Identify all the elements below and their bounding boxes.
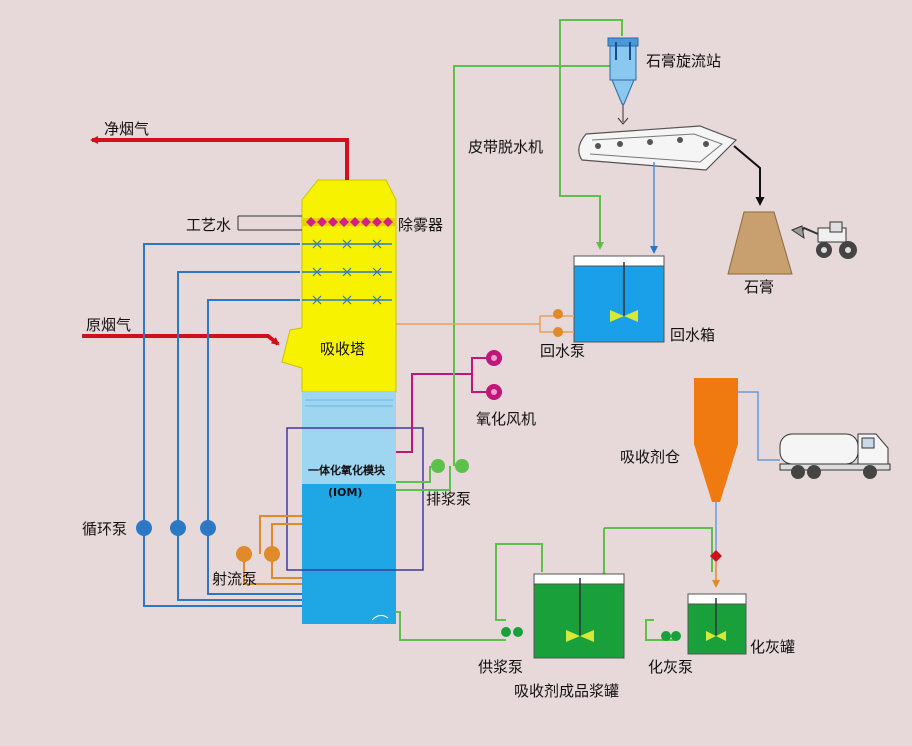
return-water-line [396, 315, 574, 333]
label-raw-gas: 原烟气 [86, 316, 131, 334]
pump-icon [513, 627, 523, 637]
pump-icon [553, 309, 563, 319]
raw-gas-line [82, 334, 280, 346]
pump-icon [501, 627, 511, 637]
truck-icon [779, 433, 891, 479]
label-process-water: 工艺水 [186, 216, 231, 234]
clean-gas-line [90, 136, 349, 180]
label-gypsum-cyclone: 石膏旋流站 [646, 52, 721, 70]
loader-icon [790, 221, 857, 259]
process-water-line [237, 215, 302, 231]
label-iom-name: 一体化氧化模块 [308, 463, 386, 477]
agitator-icon [706, 631, 726, 641]
agitator-icon [610, 310, 638, 322]
circulation-lines [143, 243, 302, 607]
agitator-icon [566, 630, 594, 642]
pump-icon [236, 546, 252, 562]
pump-icon [661, 631, 671, 641]
demister-layer [302, 217, 396, 227]
pump-icon [553, 327, 563, 337]
pump-icon [170, 520, 186, 536]
label-absorber: 吸收塔 [320, 340, 365, 358]
label-gypsum: 石膏 [744, 278, 774, 296]
lime-slaking-tank [687, 593, 747, 655]
label-supply-pump: 供浆泵 [478, 658, 523, 676]
label-absorbent-silo: 吸收剂仓 [620, 448, 680, 466]
label-belt-dewatering: 皮带脱水机 [468, 138, 543, 156]
label-return-pump: 回水泵 [540, 342, 585, 360]
label-return-tank: 回水箱 [670, 326, 715, 344]
pump-icon [431, 459, 445, 473]
belt-dewatering-machine [578, 125, 765, 254]
label-oxidation-fan: 氧化风机 [476, 410, 536, 428]
spray-nozzle-icon [302, 239, 392, 305]
label-jet-pump: 射流泵 [212, 570, 257, 588]
label-demister: 除雾器 [398, 216, 443, 234]
label-lime-tank: 化灰罐 [750, 638, 795, 656]
gypsum-pile [727, 211, 793, 275]
pump-icon [136, 520, 152, 536]
pump-icon [455, 459, 469, 473]
label-lime-pump: 化灰泵 [648, 658, 693, 676]
jet-pump-lines [243, 515, 302, 585]
label-iom-abbr: (IOM) [328, 486, 362, 499]
oxidation-fan-icons [486, 350, 502, 400]
pump-icon [671, 631, 681, 641]
absorbent-silo [694, 378, 780, 588]
pump-icon [200, 520, 216, 536]
label-clean-gas: 净烟气 [104, 120, 149, 138]
label-slurry-tank: 吸收剂成品浆罐 [514, 682, 619, 700]
absorber-tower [281, 179, 397, 624]
discharge-line [396, 19, 623, 491]
absorbent-slurry-tank [533, 573, 625, 659]
label-discharge-pump: 排浆泵 [426, 490, 471, 508]
gypsum-cyclone [607, 37, 639, 125]
iom-module-frame [286, 427, 424, 571]
label-circulation-pump: 循环泵 [82, 520, 127, 538]
return-water-tank [573, 255, 665, 343]
oxidation-air-line [396, 357, 488, 453]
pump-icon [264, 546, 280, 562]
